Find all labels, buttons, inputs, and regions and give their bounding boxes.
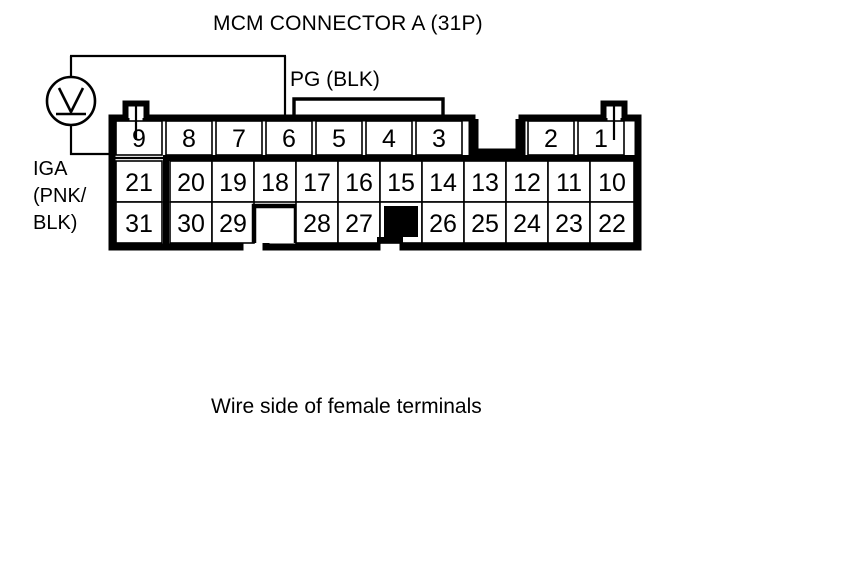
terminal-label: 16 [345,169,373,197]
terminal-cell-20[interactable]: 20 [169,160,213,203]
top-row-recess [473,119,521,154]
terminal-label: 5 [332,125,346,153]
terminal-cell-7[interactable]: 7 [215,120,263,156]
page-title: MCM CONNECTOR A (31P) [213,12,483,35]
terminal-cell-8[interactable]: 8 [165,120,213,156]
terminal-cell-16[interactable]: 16 [337,160,381,203]
terminal-label: 17 [303,169,331,197]
terminal-cell-31[interactable]: 31 [115,201,163,244]
terminal-cell-21[interactable]: 21 [115,160,163,203]
keyway-notch [251,203,299,243]
terminal-label: 7 [232,125,246,153]
terminal-cell-24[interactable]: 24 [505,201,549,244]
locking-tab-right [601,101,627,140]
terminal-cell-4[interactable]: 4 [365,120,413,156]
terminal-cell-27[interactable]: 27 [337,201,381,244]
terminal-cell-18[interactable]: 18 [253,160,297,203]
terminal-label: 18 [261,169,289,197]
terminal-label: 31 [125,210,153,238]
terminal-cell-12[interactable]: 12 [505,160,549,203]
terminal-label: 9 [132,125,146,153]
voltmeter-icon [45,75,97,127]
terminal-cell-3[interactable]: 3 [415,120,463,156]
blocked-terminal [377,201,423,244]
terminal-label: 13 [471,169,499,197]
terminal-label: 12 [513,169,541,197]
terminal-cell-29[interactable]: 29 [211,201,255,244]
terminal-cell-2[interactable]: 2 [527,120,575,156]
terminal-label: 29 [219,210,247,238]
terminal-label: 8 [182,125,196,153]
connector-internal-dividers [112,118,638,247]
terminal-label: 2 [544,125,558,153]
terminal-cell-26[interactable]: 26 [421,201,465,244]
terminal-cell-30[interactable]: 30 [169,201,213,244]
terminal-label: 25 [471,210,499,238]
diagram-caption: Wire side of female terminals [211,395,482,418]
pg-wire-label: PG (BLK) [290,68,380,91]
iga-wire-label: IGA(PNK/BLK) [33,158,87,234]
terminal-label: 1 [594,125,608,153]
terminal-label: 3 [432,125,446,153]
bottom-row: 31 30 29 28 27 [115,201,635,244]
terminal-label: 10 [598,169,626,197]
middle-row: 21 20 19 18 17 16 [115,160,635,203]
terminal-label: 28 [303,210,331,238]
terminal-label: 15 [387,169,415,197]
terminal-cell-13[interactable]: 13 [463,160,507,203]
terminal-cell-17[interactable]: 17 [295,160,339,203]
terminal-label: 20 [177,169,205,197]
terminal-cell-19[interactable]: 19 [211,160,255,203]
terminal-label: 27 [345,210,373,238]
terminal-cell-23[interactable]: 23 [547,201,591,244]
terminal-cell-15[interactable]: 15 [379,160,423,203]
pg-probe-wire [69,54,287,119]
terminal-cell-22[interactable]: 22 [589,201,635,244]
pg-bracket [292,97,445,118]
top-row: 9 8 7 6 5 4 3 [115,120,625,156]
terminal-label: 4 [382,125,396,153]
terminal-cell-1[interactable]: 1 [577,120,625,156]
locking-tab-left [123,101,149,140]
terminal-label: 22 [598,210,626,238]
terminal-label: 19 [219,169,247,197]
terminal-cell-14[interactable]: 14 [421,160,465,203]
terminal-label: 14 [429,169,457,197]
terminal-cell-9[interactable]: 9 [115,120,163,156]
terminal-cell-25[interactable]: 25 [463,201,507,244]
terminal-cell-5[interactable]: 5 [315,120,363,156]
terminal-label: 30 [177,210,205,238]
terminal-label: 11 [556,169,582,197]
terminal-cell-10[interactable]: 10 [589,160,635,203]
terminal-cell-11[interactable]: 11 [547,160,591,203]
terminal-cell-6[interactable]: 6 [265,120,313,156]
terminal-cell-28[interactable]: 28 [295,201,339,244]
terminal-label: 23 [555,210,583,238]
terminal-label: 6 [282,125,296,153]
terminal-label: 21 [125,169,153,197]
terminal-label: 26 [429,210,457,238]
terminal-label: 24 [513,210,541,238]
